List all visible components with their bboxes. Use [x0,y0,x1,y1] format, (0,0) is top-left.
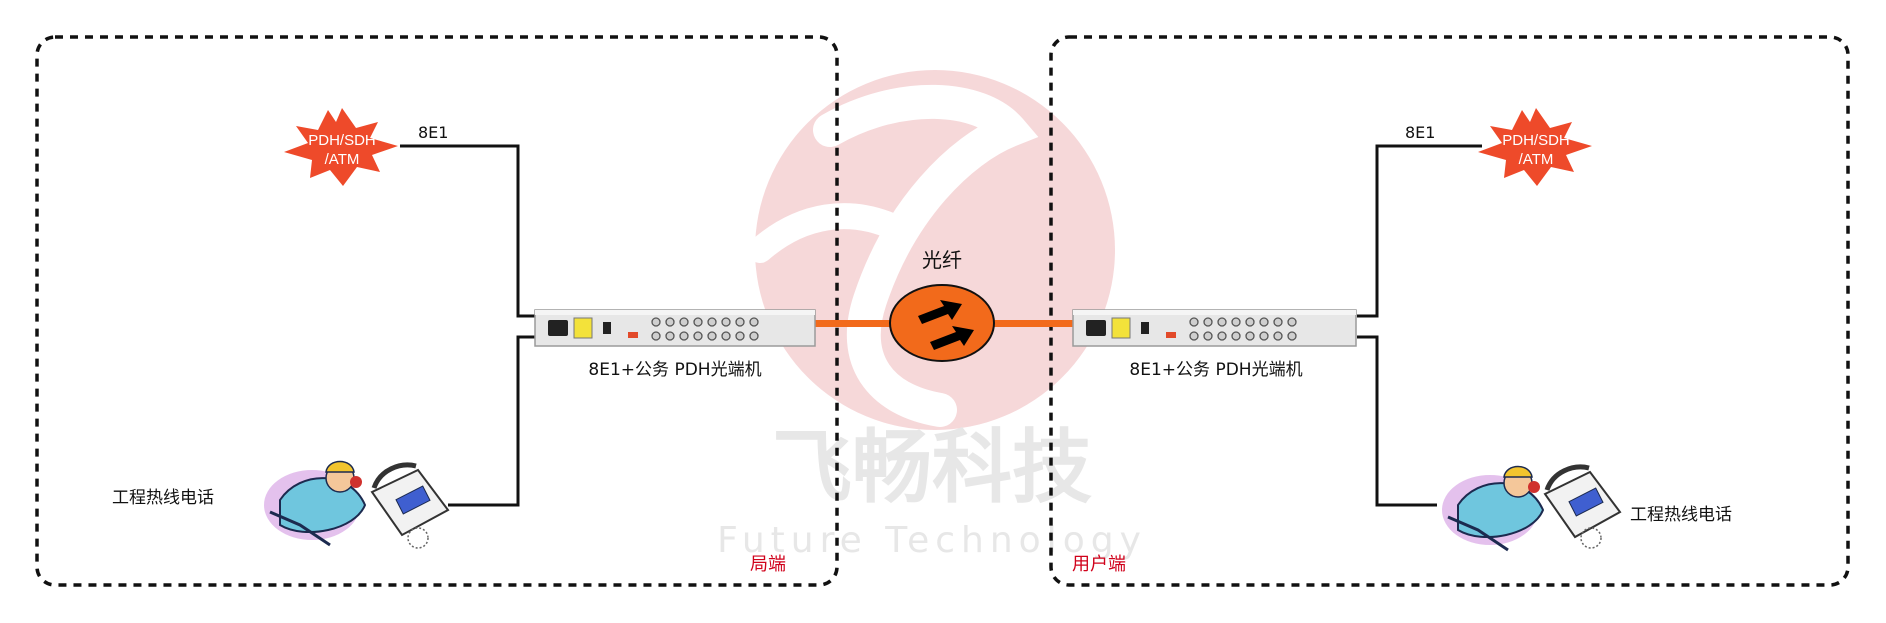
local-region-border [35,35,839,587]
local-region-label: 局端 [750,554,786,575]
watermark-en: Future Technology [717,520,1147,561]
local-telephone-icon [370,462,450,549]
fiber-switch [889,284,995,362]
fiber-line-right [990,320,1073,327]
local-bnc-ports [651,317,759,341]
local-device-top [535,310,815,315]
local-status-led-icon [628,332,638,338]
remote-status-led-icon [1166,332,1176,338]
remote-warning-label-icon [1111,317,1131,339]
remote-bnc-ports [1189,317,1297,341]
remote-device-label: 8E1+公务 PDH光端机 [1129,360,1302,380]
remote-power-switch-icon [1141,322,1149,334]
remote-e1-line [1357,144,1482,318]
local-burst-shape [284,108,398,186]
local-optical-terminal [534,309,816,347]
remote-network-label-2: /ATM [1519,151,1554,168]
watermark-logo-stroke-2 [747,203,913,263]
fiber-label: 光纤 [922,248,962,272]
remote-region-border [1049,35,1850,587]
local-power-socket-icon [548,320,568,336]
arrow-right-icon [918,300,962,324]
local-phone-label: 工程热线电话 [112,488,214,508]
remote-link-label: 8E1 [1405,123,1435,142]
local-lines [400,144,540,507]
local-e1-line [400,144,540,318]
fiber-switch-ellipse [889,284,995,362]
watermark: 飞畅科技 Future Technology [717,70,1147,561]
remote-device-top [1073,310,1356,315]
local-engineer-icon [264,460,367,547]
watermark-cn: 飞畅科技 [772,421,1092,514]
watermark-logo-circle [755,70,1115,430]
local-network-label-2: /ATM [325,151,360,168]
remote-phone-line [1357,335,1437,507]
local-phone-line [448,335,540,507]
local-device-label: 8E1+公务 PDH光端机 [588,360,761,380]
remote-lines [1357,144,1482,507]
remote-region-label: 用户端 [1072,554,1126,575]
remote-network-cloud: PDH/SDH /ATM [1478,108,1592,186]
remote-power-socket-icon [1086,320,1106,336]
watermark-logo-stroke [813,84,1039,427]
local-power-switch-icon [603,322,611,334]
local-warning-label-icon [573,317,593,339]
local-network-cloud: PDH/SDH /ATM [284,108,398,186]
remote-engineer-icon [1442,465,1545,552]
remote-phone-label: 工程热线电话 [1630,505,1732,525]
remote-network-label-1: PDH/SDH [1502,132,1570,149]
remote-optical-terminal [1072,309,1357,347]
local-network-label-1: PDH/SDH [308,132,376,149]
local-link-label: 8E1 [418,123,448,142]
remote-burst-shape [1478,108,1592,186]
arrow-right-icon-2 [930,326,974,350]
fiber-line-left [815,320,893,327]
remote-telephone-icon [1543,464,1622,549]
